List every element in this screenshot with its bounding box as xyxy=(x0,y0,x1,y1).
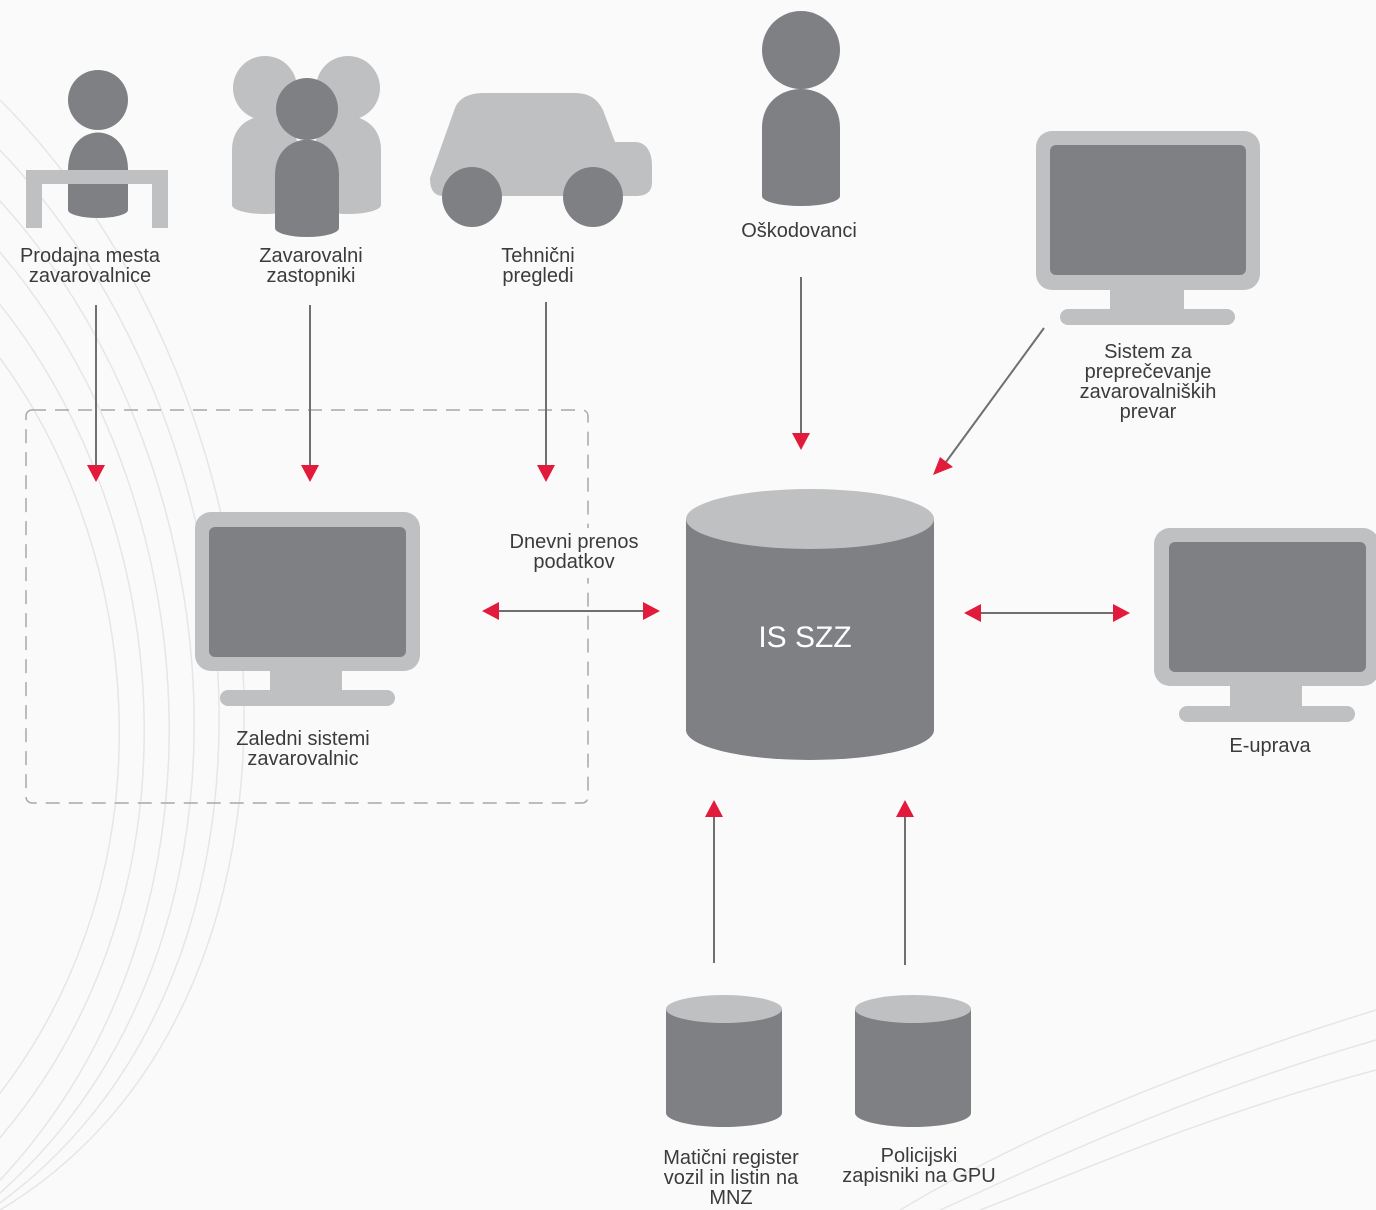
fraud-label: Sistem za preprečevanje zavarovalniških … xyxy=(1048,342,1248,422)
database-icon xyxy=(855,995,971,1127)
group-of-people-icon xyxy=(232,56,381,237)
database-icon xyxy=(666,995,782,1127)
vehicles-label: Matični register vozil in listin na MNZ xyxy=(631,1148,831,1208)
person-at-desk-icon xyxy=(26,70,168,228)
arrowhead-injured xyxy=(792,433,810,450)
vehicles-label-line: vozil in listin na xyxy=(663,1167,799,1189)
fraud-label-line: prevar xyxy=(1119,401,1177,423)
arrowhead-sales xyxy=(87,465,105,482)
inspections-label-line: pregledi xyxy=(502,265,574,287)
arrowhead-backend-right xyxy=(643,602,660,620)
database-icon xyxy=(686,489,934,760)
monitor-icon xyxy=(1036,131,1260,325)
agents-label-line: Zavarovalni xyxy=(259,245,363,267)
arrowhead-agents xyxy=(301,465,319,482)
sales-label-line: Prodajna mesta xyxy=(19,245,161,267)
monitor-icon xyxy=(1154,528,1376,722)
transfer-label-line: podatkov xyxy=(533,551,615,573)
backend-label: Zaledni sistemi zavarovalnic xyxy=(203,729,403,769)
arrowhead-police xyxy=(896,800,914,817)
arrowhead-fraud xyxy=(933,457,953,475)
background-pattern xyxy=(0,99,1376,1210)
police-label-line: Policijski xyxy=(880,1145,958,1167)
fraud-label-line: Sistem za xyxy=(1104,341,1192,363)
fraud-label-line: preprečevanje xyxy=(1084,361,1212,383)
arrowhead-vehicles xyxy=(705,800,723,817)
arrowhead-inspections xyxy=(537,465,555,482)
arrowhead-egov-left xyxy=(964,604,981,622)
car-icon xyxy=(430,93,652,227)
transfer-label-line: Dnevni prenos xyxy=(509,531,639,553)
backend-label-line: Zaledni sistemi xyxy=(236,728,370,750)
inspections-label: Tehnični pregledi xyxy=(448,246,628,286)
injured-label: Oškodovanci xyxy=(709,221,889,241)
arrowhead-backend-left xyxy=(482,602,499,620)
arrowheads xyxy=(87,433,1130,817)
police-label-line: zapisniki na GPU xyxy=(842,1165,996,1187)
backend-label-line: zavarovalnic xyxy=(247,748,359,770)
vehicles-label-line: Matični register xyxy=(663,1147,799,1169)
transfer-label-backdrop xyxy=(490,528,656,578)
fraud-label-line: zavarovalniških xyxy=(1079,381,1217,403)
sales-label: Prodajna mesta zavarovalnice xyxy=(0,246,180,286)
person-icon xyxy=(762,11,840,206)
agents-label: Zavarovalni zastopniki xyxy=(221,246,401,286)
inspections-label-line: Tehnični xyxy=(501,245,575,267)
police-label: Policijski zapisniki na GPU xyxy=(819,1146,1019,1186)
vehicles-label-line: MNZ xyxy=(709,1187,753,1209)
flow-arrows xyxy=(95,277,1114,965)
insurers-zone-border xyxy=(25,409,589,804)
sales-label-line: zavarovalnice xyxy=(28,265,152,287)
egov-label-line: E-uprava xyxy=(1229,735,1311,757)
core-system-title: IS SZZ xyxy=(758,621,852,654)
transfer-label: Dnevni prenos podatkov xyxy=(484,532,664,572)
egov-label: E-uprava xyxy=(1180,736,1360,756)
injured-label-line: Oškodovanci xyxy=(741,220,857,242)
arrowhead-egov-right xyxy=(1113,604,1130,622)
monitor-icon xyxy=(195,512,420,706)
agents-label-line: zastopniki xyxy=(266,265,356,287)
